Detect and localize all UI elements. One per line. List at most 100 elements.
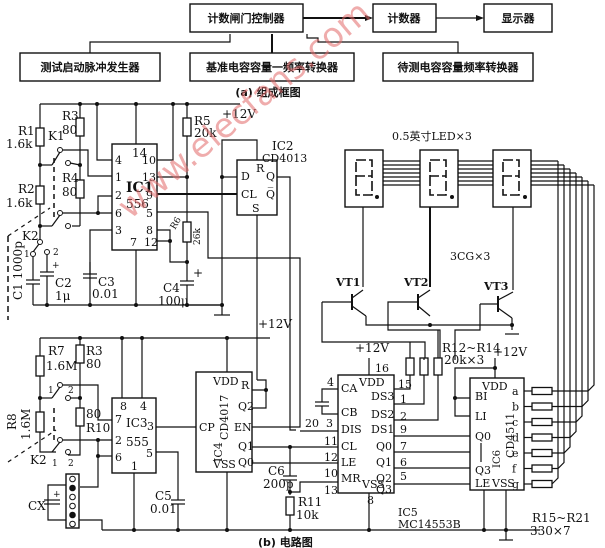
r8-value: 1.6M	[19, 409, 33, 440]
ic5-pin-mr: MR	[341, 472, 361, 485]
c5-label: C5	[155, 489, 172, 503]
ic6-pin-b: b	[512, 401, 519, 414]
svg-text:15: 15	[398, 378, 412, 391]
svg-text:VT1: VT1	[335, 276, 360, 289]
ic5-supply: +12V	[355, 341, 389, 355]
ic6-type: CD4511	[504, 413, 517, 458]
k2-label-lower: K2	[30, 453, 47, 467]
resistor-r11	[285, 496, 295, 516]
k2-pos1: 1	[24, 250, 30, 260]
ic2-pin-cl: CL	[241, 188, 257, 201]
svg-text:20: 20	[305, 417, 319, 430]
r9-label: R3	[86, 344, 103, 358]
c3-value: 0.01	[92, 287, 119, 301]
ic1-pin-10: 10	[142, 154, 156, 167]
ic5-pin-q0: Q0	[376, 440, 392, 453]
svg-text:VT3: VT3	[483, 280, 508, 293]
r3-value: 80	[62, 123, 77, 137]
supply-label: +12V	[222, 107, 256, 121]
cx-terminal-hole[interactable]	[69, 484, 76, 492]
ic1-section: +12V R1 1.6k R2 1.6k R3 80 R4 80 K1	[6, 102, 301, 320]
ic3-section: R7 1.6M R8 1.6M R3 80 80 R10 1 2	[5, 336, 300, 532]
svg-text:+: +	[52, 261, 60, 271]
ic1-pin-8: 8	[146, 224, 153, 237]
r10-value: 80	[86, 407, 101, 421]
ic1-556	[111, 143, 158, 251]
supply-label-2: +12V	[258, 317, 292, 331]
ic1-pin-5: 5	[146, 207, 153, 220]
ic5-name: IC5	[398, 506, 418, 519]
svg-text:12: 12	[324, 451, 338, 464]
ic4-pin-q2: Q2	[238, 400, 254, 413]
r15-r21-label: R15~R21	[532, 511, 591, 525]
ic1-type: 556	[126, 197, 149, 211]
segment-wire-b	[552, 181, 589, 408]
cx-terminal-hole[interactable]	[69, 511, 76, 519]
c1-label: C1 1000p	[11, 241, 25, 300]
resistor-r9	[75, 344, 85, 364]
block-test-cap-converter	[382, 52, 534, 82]
ic3-pin-5: 5	[146, 447, 153, 460]
r5-label: R5	[194, 114, 211, 128]
ic1-pin-4: 4	[115, 154, 122, 167]
ic4-name: IC4	[212, 442, 225, 462]
block-display-label: 显示器	[502, 12, 536, 25]
resistor-seg-d	[531, 433, 553, 442]
ic6-pin-e: e	[512, 447, 519, 460]
cx-terminal-hole[interactable]	[69, 520, 76, 528]
r1-label: R1	[18, 124, 35, 138]
ic5-section: +12V 16 VDD CA CB DIS CL LE MR VSS DS3 D…	[300, 330, 540, 541]
svg-text:11: 11	[324, 435, 338, 448]
transistor-vt3: VT3	[454, 280, 519, 360]
block-ref-cap-converter	[189, 52, 355, 82]
ic6-pin-f: f	[512, 463, 517, 476]
k2-label: K2	[22, 229, 39, 243]
ic4-pin-en: EN	[234, 421, 252, 434]
block-ref-cap-label: 基准电容容量一频率转换器	[205, 60, 339, 74]
ic5-pin-ca: CA	[341, 382, 358, 395]
svg-text:6: 6	[400, 456, 407, 469]
resistor-r7	[35, 355, 45, 377]
resistor-r6	[182, 221, 192, 243]
k1-label: K1	[48, 129, 65, 143]
svg-text:3: 3	[326, 417, 333, 430]
r15-r21-value: 330×7	[530, 524, 571, 538]
svg-text:2: 2	[68, 459, 74, 469]
r3-label: R3	[62, 109, 79, 123]
ic5-pin-cb: CB	[341, 406, 358, 419]
c2-value: 1μ	[55, 289, 71, 303]
cx-terminal-hole[interactable]	[69, 502, 76, 510]
ic5-type: MC14553B	[398, 518, 461, 531]
ic5-pin-dis: DIS	[341, 423, 362, 436]
k2-pos2: 2	[53, 248, 59, 258]
r4-value: 80	[62, 185, 77, 199]
ic5-pin-q2: Q2	[376, 472, 392, 485]
svg-text:8: 8	[367, 494, 374, 507]
led-label: 0.5英寸LED×3	[392, 129, 472, 143]
resistor-seg-a	[531, 386, 553, 396]
block-counter-label: 计数器	[388, 11, 422, 25]
segment-wire-g	[551, 161, 559, 485]
ic5-pin-le: LE	[341, 456, 356, 469]
ic6-pin-vss: VSS	[491, 477, 515, 490]
ic1-pin-7: 7	[130, 236, 137, 249]
cx-terminal-hole[interactable]	[69, 493, 76, 501]
r6-label: R6	[169, 215, 184, 231]
ic5-mc14553b	[337, 374, 395, 494]
ic5-pin-ds2: DS2	[371, 408, 394, 421]
c6-value: 200p	[263, 477, 294, 491]
c4-label: C4	[163, 281, 180, 295]
ic6-pin-d: d	[512, 432, 519, 445]
ic5-pin16: 16	[375, 362, 389, 375]
ic4-pin-q1: Q1	[238, 440, 254, 453]
c4-value: 100μ	[158, 294, 189, 308]
cx-terminal-hole[interactable]	[69, 475, 76, 483]
ic4-pin-r: R	[241, 379, 250, 392]
segment-wire-f	[552, 165, 565, 470]
r1-value: 1.6k	[6, 137, 33, 151]
transistor-vt2: VT2	[387, 276, 441, 360]
r11-value: 10k	[296, 508, 319, 522]
ic2-pin-d: D	[241, 170, 250, 183]
